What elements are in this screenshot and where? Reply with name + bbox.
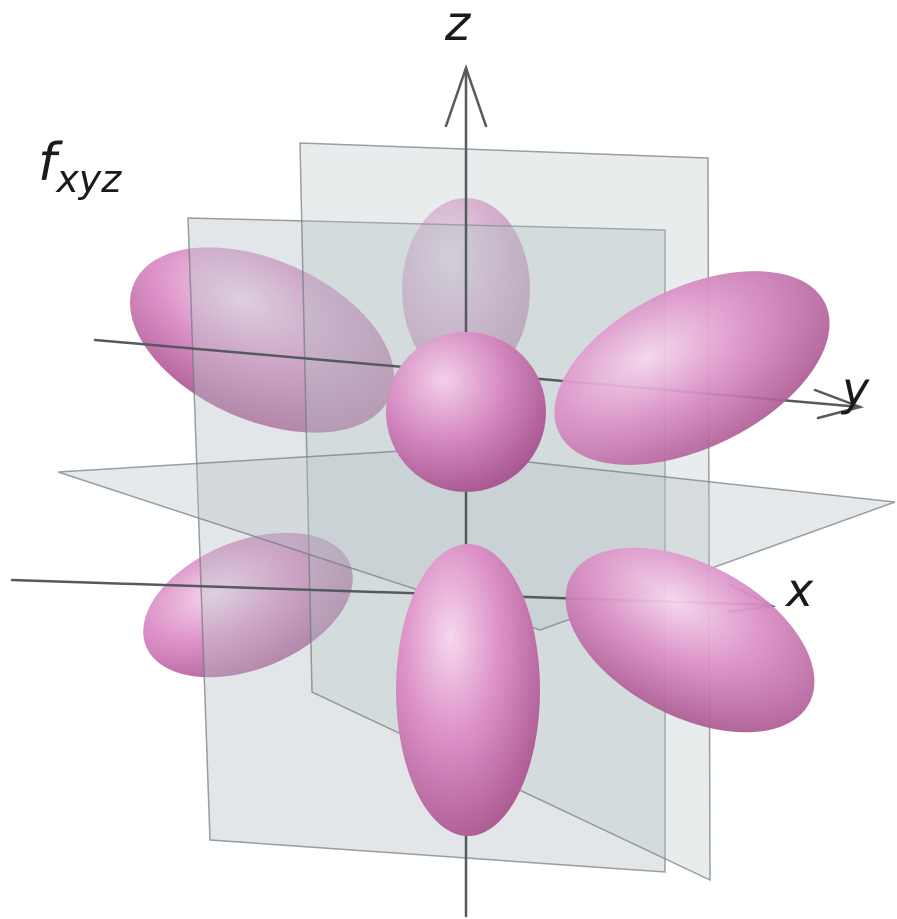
orbital-subscript: xyz (55, 157, 122, 201)
y-axis-label: y (840, 362, 870, 416)
lobe-front-bottom (396, 544, 540, 836)
x-axis-label: x (784, 563, 814, 617)
z-axis-label: z (444, 0, 472, 52)
central-sphere (386, 332, 546, 492)
orbital-label: fxyz (38, 133, 122, 201)
